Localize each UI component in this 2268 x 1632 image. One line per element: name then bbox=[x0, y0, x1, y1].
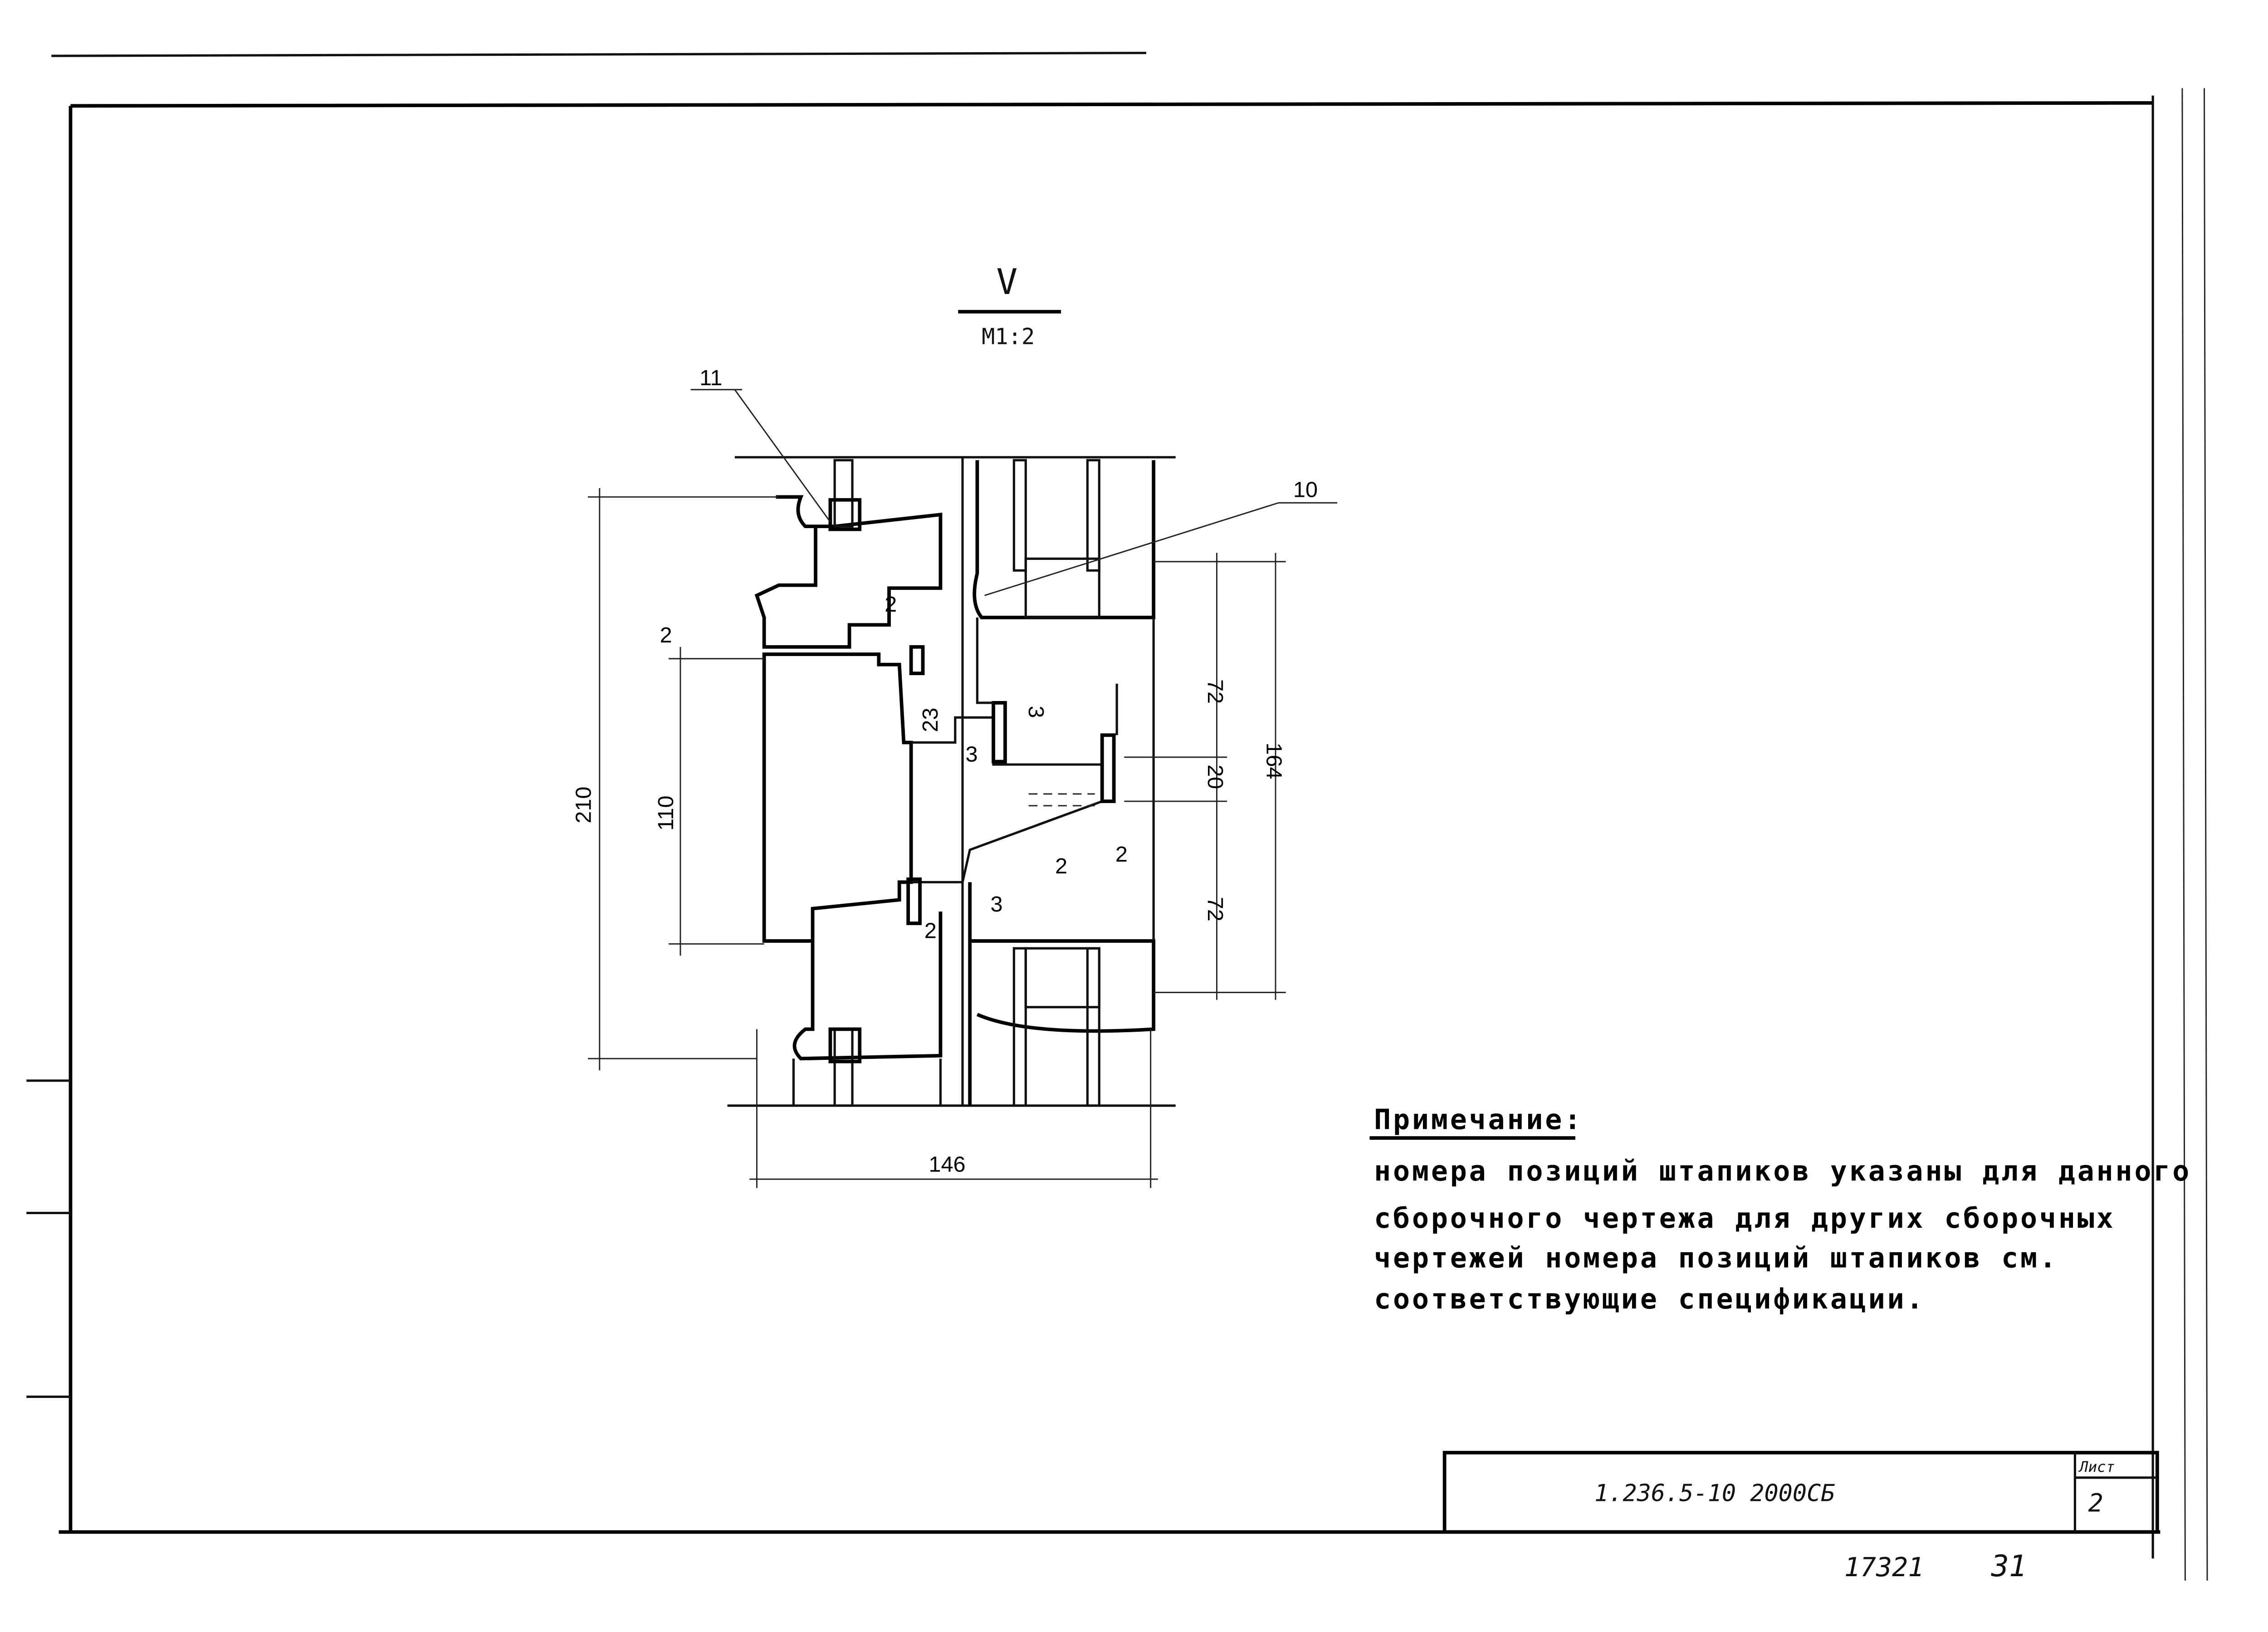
note-line-2: сборочного чертежа для других сборочных bbox=[1374, 1202, 2115, 1235]
dim-3c: 3 bbox=[991, 892, 1003, 916]
archive-inventory-number: 17321 bbox=[1844, 1552, 1924, 1583]
dim-2-top: 2 bbox=[660, 623, 672, 647]
dimension-labels: 210 110 2 146 72 20 164 72 23 3 3 3 2 2 … bbox=[571, 366, 1318, 1177]
note-block: Примечание: номера позиций штапиков указ… bbox=[1369, 1103, 2191, 1315]
dim-72-upper: 72 bbox=[1203, 679, 1227, 704]
note-line-4: соответствующие спецификации. bbox=[1374, 1283, 1925, 1315]
document-designation: 1.236.5-10 2000СБ bbox=[1594, 1480, 1835, 1507]
dim-2c: 2 bbox=[1115, 842, 1128, 867]
sheet-frame bbox=[26, 52, 2208, 1581]
callout-11: 11 bbox=[699, 366, 722, 390]
dim-2a: 2 bbox=[885, 592, 897, 617]
dim-210: 210 bbox=[571, 787, 596, 823]
dim-3a: 3 bbox=[965, 742, 978, 767]
callout-10: 10 bbox=[1293, 477, 1318, 502]
dim-146: 146 bbox=[929, 1152, 965, 1177]
dim-3b: 3 bbox=[1024, 706, 1048, 718]
dim-20: 20 bbox=[1203, 765, 1227, 789]
dim-164: 164 bbox=[1262, 742, 1286, 779]
dim-110: 110 bbox=[654, 795, 678, 830]
dim-2b: 2 bbox=[1055, 854, 1067, 878]
archive-page-number: 31 bbox=[1991, 1549, 2027, 1583]
dimension-lines bbox=[587, 389, 1338, 1188]
note-line-1: номера позиций штапиков указаны для данн… bbox=[1374, 1155, 2191, 1187]
view-label: V bbox=[997, 262, 1018, 303]
dim-23: 23 bbox=[918, 708, 943, 732]
dim-2d: 2 bbox=[924, 918, 937, 943]
title-block: 1.236.5-10 2000СБ Лист 2 bbox=[1442, 1451, 2159, 1534]
dim-72-lower: 72 bbox=[1203, 897, 1227, 921]
sheet-label: Лист bbox=[2078, 1458, 2115, 1475]
sheet-number: 2 bbox=[2088, 1488, 2103, 1517]
note-line-3: чертежей номера позиций штапиков см. bbox=[1374, 1241, 2058, 1274]
note-heading: Примечание: bbox=[1374, 1103, 1583, 1136]
window-section-drawing bbox=[727, 456, 1176, 1107]
view-scale: M1:2 bbox=[982, 324, 1035, 349]
